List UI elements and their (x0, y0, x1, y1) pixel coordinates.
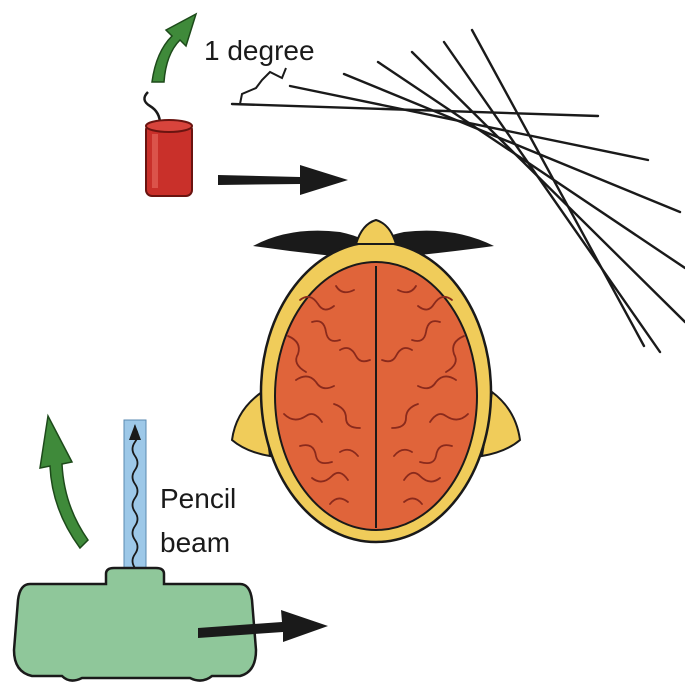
angle-label: 1 degree (204, 35, 315, 66)
detector-wire (144, 92, 160, 124)
scan-line (444, 42, 660, 352)
head (232, 220, 520, 542)
detector-icon (146, 120, 192, 196)
detector-rotation-arrow-icon (152, 14, 196, 82)
scan-line (344, 74, 680, 212)
scan-line (472, 30, 644, 346)
tube-housing-icon (14, 568, 256, 681)
detector-translation-arrow-icon (218, 165, 348, 195)
angle-marker: 1 degree (204, 35, 315, 104)
beam-label-line1: Pencil (160, 483, 236, 514)
scan-line (232, 104, 598, 116)
angle-bracket (240, 68, 286, 104)
beam-label-line2: beam (160, 527, 230, 558)
source-rotation-arrow-icon (40, 416, 88, 548)
nose (356, 220, 396, 244)
